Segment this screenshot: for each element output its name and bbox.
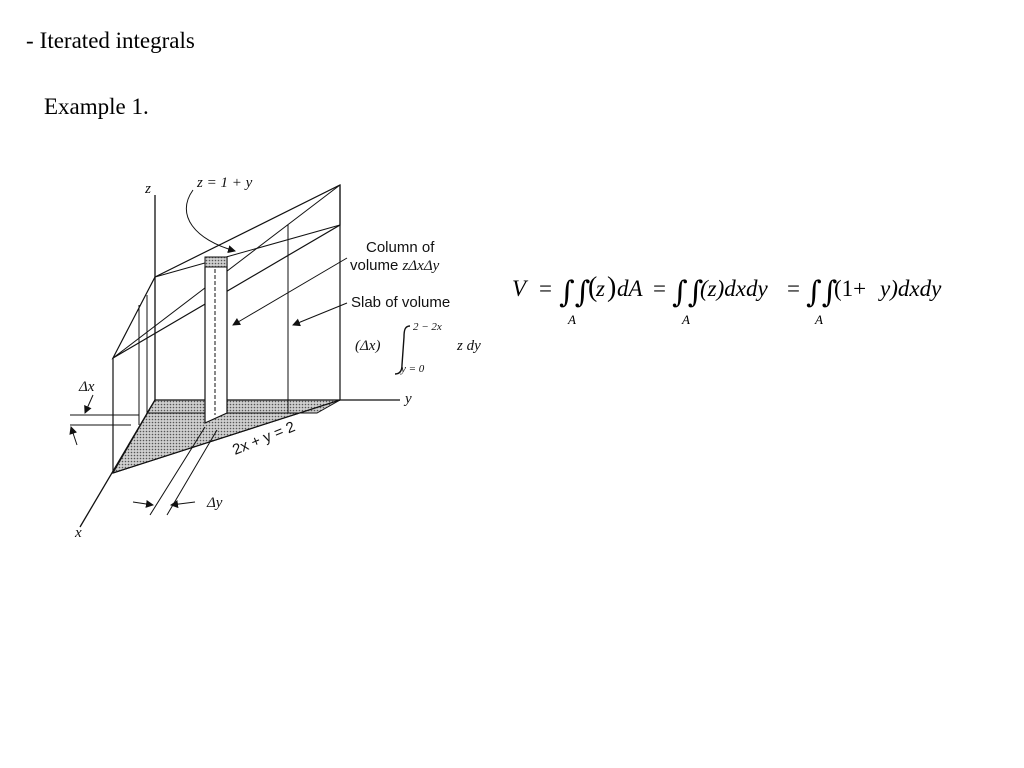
delta-x-arrow-1 bbox=[84, 394, 94, 414]
formula-one-plus: (1+ bbox=[834, 276, 866, 301]
column-label-text: volume bbox=[350, 257, 403, 274]
integral-sub-1: A bbox=[567, 312, 576, 327]
formula-V: V bbox=[512, 276, 529, 301]
surface-leader bbox=[185, 189, 236, 253]
column-leader bbox=[232, 257, 348, 326]
formula-z-dxdy: (z)dxdy bbox=[700, 276, 768, 301]
delta-y-tick-1 bbox=[149, 426, 206, 516]
boundary-line bbox=[112, 399, 341, 474]
column-label-line2: volume zΔxΔy bbox=[350, 257, 440, 274]
formula-eq3: = bbox=[787, 276, 800, 301]
slab-integral-sign bbox=[394, 325, 411, 375]
x-axis-label: x bbox=[74, 525, 82, 541]
slab-label-line1: Slab of volume bbox=[351, 294, 450, 311]
base-strip bbox=[146, 399, 342, 414]
integral-sub-2: A bbox=[681, 312, 690, 327]
x-axis-line bbox=[79, 399, 156, 528]
surface-label: z = 1 + y bbox=[196, 175, 253, 191]
z-axis-label: z bbox=[144, 181, 151, 197]
paren-close: ) bbox=[607, 272, 616, 303]
column-top bbox=[204, 256, 228, 268]
formula-eq2: = bbox=[653, 276, 666, 301]
volume-formula-svg: V = ∫∫ A ( z ) dA = ∫∫ A (z)dxdy = ∫∫ A … bbox=[512, 272, 942, 327]
double-integral-1: ∫∫ bbox=[559, 275, 590, 310]
delta-x-label: Δx bbox=[78, 379, 95, 395]
delta-y-arrow-1 bbox=[132, 500, 154, 508]
formula-dA: dA bbox=[617, 276, 644, 301]
slab-factor: (Δx) bbox=[355, 338, 380, 354]
slab-leader bbox=[292, 302, 348, 327]
delta-x-arrow-2 bbox=[69, 426, 78, 446]
slide-heading: -Iterated integrals bbox=[26, 28, 195, 54]
column-label-line1: Column of bbox=[366, 239, 435, 256]
column-label-math: zΔxΔy bbox=[402, 258, 440, 274]
double-integral-2: ∫∫ bbox=[672, 275, 703, 310]
heading-dash: - bbox=[26, 28, 34, 53]
slab-upper-limit: 2 − 2x bbox=[413, 321, 442, 333]
volume-diagram-svg: z y x z = 1 + y Column of volume zΔxΔy S… bbox=[69, 175, 481, 541]
slab-lower-limit: y = 0 bbox=[400, 363, 425, 375]
volume-column bbox=[204, 256, 228, 424]
slab-integrand: z dy bbox=[456, 338, 481, 354]
volume-diagram: z y x z = 1 + y Column of volume zΔxΔy S… bbox=[55, 145, 505, 545]
example-label: Example 1. bbox=[44, 94, 149, 119]
integral-sub-3: A bbox=[814, 312, 823, 327]
double-integral-3: ∫∫ bbox=[806, 275, 837, 310]
volume-formula: V = ∫∫ A ( z ) dA = ∫∫ A (z)dxdy = ∫∫ A … bbox=[512, 264, 982, 334]
top-surface-line-2 bbox=[154, 224, 341, 278]
formula-y-dxdy: y)dxdy bbox=[878, 276, 942, 301]
heading-text: Iterated integrals bbox=[39, 28, 195, 53]
y-axis-label: y bbox=[403, 391, 412, 407]
formula-eq1: = bbox=[539, 276, 552, 301]
formula-z: z bbox=[595, 276, 605, 301]
delta-y-arrow-2 bbox=[170, 500, 196, 509]
delta-y-label: Δy bbox=[206, 495, 223, 511]
paren-open: ( bbox=[588, 272, 597, 303]
